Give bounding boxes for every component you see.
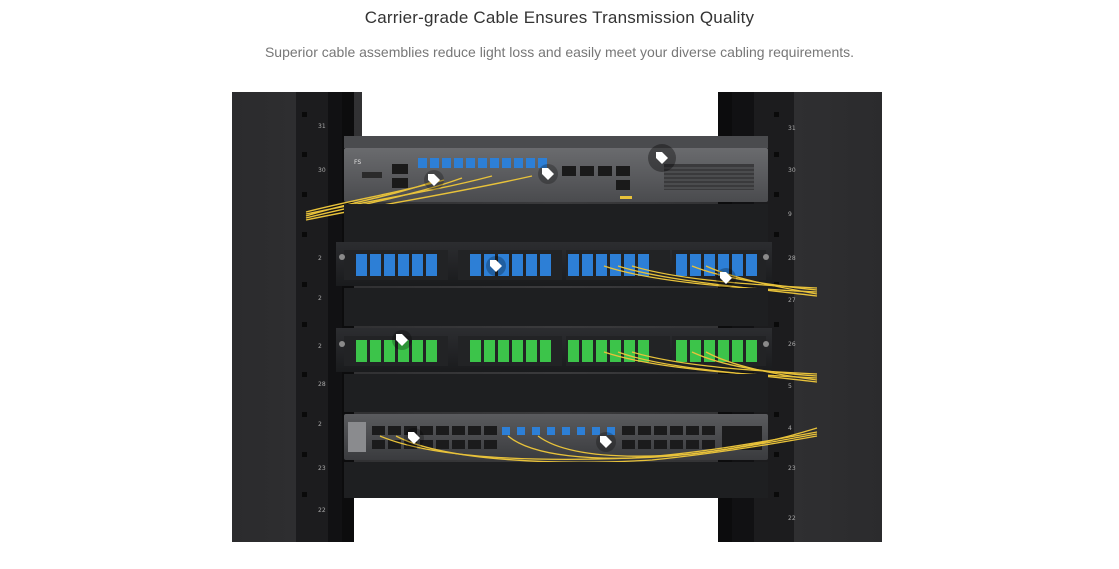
blank-panel xyxy=(344,374,768,412)
tag-icon xyxy=(600,436,612,448)
tag-hotspot-top-unit-modules[interactable] xyxy=(538,164,558,184)
fiber-cable-bundle-blue xyxy=(603,265,818,297)
rail-number: 30 xyxy=(788,167,796,174)
tag-icon xyxy=(490,260,502,272)
tag-hotspot-top-unit-ports[interactable] xyxy=(424,170,444,190)
rail-number: 5 xyxy=(788,383,792,390)
rail-number: 23 xyxy=(788,465,796,472)
tag-icon xyxy=(428,174,440,186)
section-title: Carrier-grade Cable Ensures Transmission… xyxy=(364,8,755,27)
rail-number: 27 xyxy=(788,297,796,304)
rail-number: 28 xyxy=(318,381,326,388)
rail-number: 28 xyxy=(788,255,796,262)
rail-number: 30 xyxy=(318,167,326,174)
blank-panel xyxy=(344,288,768,326)
fiber-cable-bundle-top xyxy=(305,175,533,221)
tag-hotspot-top-unit-fans[interactable] xyxy=(648,144,676,172)
tag-icon xyxy=(408,432,420,444)
rail-number: 2 xyxy=(318,421,322,428)
rail-number: 31 xyxy=(788,125,796,132)
tag-icon xyxy=(396,334,408,346)
rail-number: 22 xyxy=(788,515,796,522)
fiber-cable-bundle-switch xyxy=(379,427,818,463)
blank-panel xyxy=(344,204,768,242)
tag-icon xyxy=(720,272,732,284)
tag-hotspot-blue-panel-right[interactable] xyxy=(716,268,736,288)
tag-hotspot-green-panel-left[interactable] xyxy=(392,330,412,350)
rail-number: 23 xyxy=(318,465,326,472)
rail-number: 22 xyxy=(318,507,326,514)
rail-number: 2 xyxy=(318,343,322,350)
tag-icon xyxy=(542,168,554,180)
rack-product-photo: 31 30 2 2 2 28 2 23 22 31 30 9 28 27 26 … xyxy=(232,92,882,542)
rail-number: 31 xyxy=(318,123,326,130)
tag-icon xyxy=(656,152,668,164)
section-subtitle: Superior cable assemblies reduce light l… xyxy=(264,44,855,60)
rail-number: 26 xyxy=(788,341,796,348)
rail-number: 2 xyxy=(318,295,322,302)
rail-number: 2 xyxy=(318,255,322,262)
rail-number: 4 xyxy=(788,425,792,432)
rack-illustration: 31 30 2 2 2 28 2 23 22 31 30 9 28 27 26 … xyxy=(232,92,882,542)
tag-hotspot-blue-panel-center[interactable] xyxy=(486,256,506,276)
rail-number: 9 xyxy=(788,211,792,218)
device-logo: FS xyxy=(354,159,361,166)
fiber-cable-bundle-green xyxy=(603,351,818,383)
tag-hotspot-switch-left[interactable] xyxy=(404,428,424,448)
blank-panel xyxy=(344,462,768,498)
tag-hotspot-switch-center[interactable] xyxy=(596,432,616,452)
blue-fiber-patch-panel xyxy=(336,242,772,308)
